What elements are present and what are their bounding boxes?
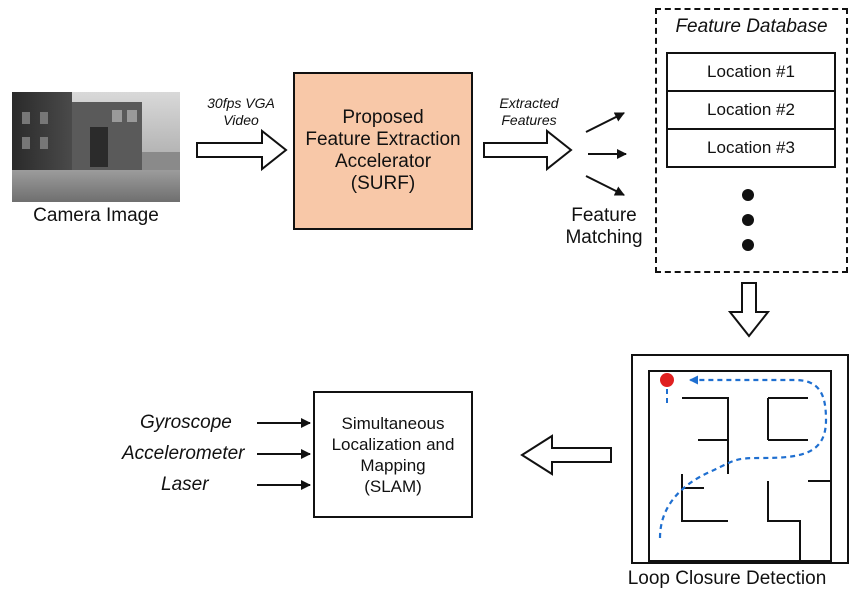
feature-database: [655, 8, 848, 273]
maze-inner-wall: [648, 370, 832, 562]
matching-line2: Matching: [565, 227, 643, 248]
feature-extraction-accelerator: Proposed Feature Extraction Accelerator …: [293, 72, 473, 230]
video-label-line2: Video: [223, 112, 259, 128]
camera-image: [12, 92, 180, 202]
slam-line4: (SLAM): [364, 476, 422, 496]
video-label: 30fps VGA Video: [196, 95, 286, 129]
extracted-features-label: Extracted Features: [484, 95, 574, 129]
extracted-line1: Extracted: [499, 95, 559, 111]
accelerator-line4: (SURF): [350, 173, 416, 194]
db-dot-1: [742, 189, 754, 201]
feature-database-title: Feature Database: [675, 16, 828, 37]
accelerator-line2: Feature Extraction: [305, 129, 461, 150]
loop-closure-label: Loop Closure Detection: [627, 568, 827, 589]
accelerator-line1: Proposed: [342, 107, 424, 128]
video-arrow: [196, 128, 288, 172]
database-down-arrow: [727, 282, 771, 338]
slam-box: Simultaneous Localization and Mapping (S…: [313, 391, 473, 518]
slam-line2: Localization and: [331, 434, 455, 454]
location-2: Location #2: [666, 90, 836, 130]
feature-matching-label: Feature Matching: [554, 205, 654, 249]
location-3: Location #3: [666, 128, 836, 168]
sensor-laser: Laser: [161, 474, 209, 495]
slam-line3: Mapping: [360, 455, 426, 475]
accelerator-line3: Accelerator: [334, 151, 432, 172]
location-1: Location #1: [666, 52, 836, 92]
sensor-accelerometer: Accelerometer: [122, 443, 245, 464]
matching-line1: Feature: [571, 205, 637, 226]
match-arrow-down: [585, 175, 625, 196]
db-dot-3: [742, 239, 754, 251]
video-label-line1: 30fps VGA: [207, 95, 275, 111]
sensor-gyroscope: Gyroscope: [140, 412, 232, 433]
extracted-arrow: [483, 128, 573, 172]
db-dot-2: [742, 214, 754, 226]
camera-label: Camera Image: [33, 205, 159, 226]
loop-to-slam-arrow: [520, 434, 612, 476]
slam-line1: Simultaneous: [341, 413, 445, 433]
match-arrow-up: [585, 112, 625, 133]
extracted-line2: Features: [501, 112, 557, 128]
start-marker: [660, 373, 674, 387]
